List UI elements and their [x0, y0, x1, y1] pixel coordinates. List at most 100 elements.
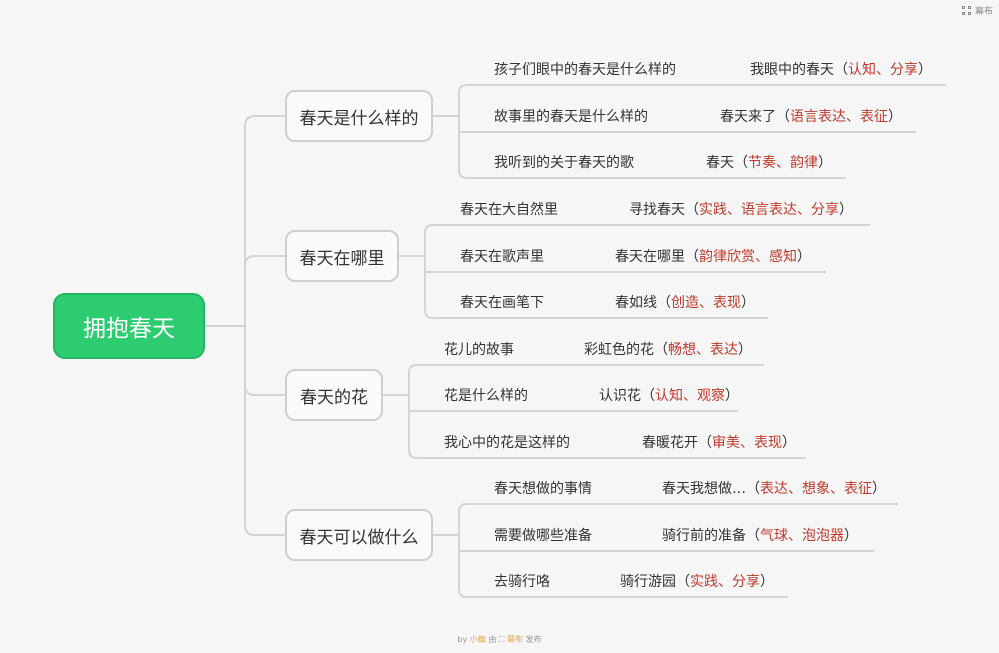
leaf-topic[interactable]: 花儿的故事 [444, 342, 514, 358]
paren-close: ） [918, 62, 932, 78]
leaf-activity[interactable]: 春天来了（语言表达、表征） [720, 106, 902, 126]
leaf-underline [408, 364, 764, 374]
paren-close: ） [725, 388, 739, 404]
leaf-underline [458, 84, 946, 94]
paren-close: ） [741, 295, 755, 311]
activity-name: 春天在哪里 [615, 249, 685, 265]
leaf-topic[interactable]: 去骑行咯 [494, 574, 550, 590]
leaf-topic[interactable]: 孩子们眼中的春天是什么样的 [494, 62, 676, 78]
leaf-activity[interactable]: 春天我想做…（表达、想象、表征） [662, 478, 886, 498]
branch-connector [244, 384, 285, 396]
paren-close: ） [888, 109, 902, 125]
footer-author[interactable]: 小蜘 [469, 635, 486, 644]
leaf-topic[interactable]: 故事里的春天是什么样的 [494, 109, 648, 125]
leaf-topic[interactable]: 春天在歌声里 [460, 249, 544, 265]
footer-by: by [457, 635, 468, 644]
leaf-topic[interactable]: 春天在画笔下 [460, 295, 544, 311]
leaf-topic[interactable]: 花是什么样的 [444, 388, 528, 404]
leaf-underline [424, 309, 768, 319]
paren-open: （ [698, 435, 712, 451]
leaf-underline [458, 169, 846, 179]
leaf-topic[interactable]: 春天在大自然里 [460, 202, 558, 218]
paren-close: ） [738, 342, 752, 358]
footer-platform[interactable]: 幕布 [507, 635, 524, 644]
root-node[interactable]: 拥抱春天 [53, 293, 205, 359]
activity-name: 我眼中的春天 [750, 62, 834, 78]
activity-skills: 节奏、韵律 [748, 155, 818, 171]
activity-name: 骑行前的准备 [662, 528, 746, 544]
paren-open: （ [776, 109, 790, 125]
activity-skills: 审美、表现 [712, 435, 782, 451]
branch-connector [244, 115, 285, 127]
activity-skills: 认知、分享 [848, 62, 918, 78]
mubu-logo-icon [961, 6, 971, 15]
leaf-activity[interactable]: 春暖花开（审美、表现） [642, 432, 796, 452]
paren-open: （ [834, 62, 848, 78]
footer-logo-icon: ⛶ [498, 635, 505, 644]
branch-node[interactable]: 春天是什么样的 [285, 90, 433, 142]
activity-skills: 创造、表现 [671, 295, 741, 311]
branch-node[interactable]: 春天可以做什么 [285, 509, 433, 561]
leaf-activity[interactable]: 寻找春天（实践、语言表达、分享） [629, 199, 853, 219]
paren-open: （ [657, 295, 671, 311]
paren-close: ） [782, 435, 796, 451]
activity-name: 春如线 [615, 295, 657, 311]
paren-close: ） [797, 249, 811, 265]
leaf-activity[interactable]: 春天（节奏、韵律） [706, 152, 832, 172]
leaf-activity[interactable]: 我眼中的春天（认知、分享） [750, 59, 932, 79]
activity-skills: 语言表达、表征 [790, 109, 888, 125]
footer-credit: by 小蜘 由 ⛶ 幕布 发布 [0, 634, 999, 645]
paren-close: ） [818, 155, 832, 171]
paren-open: （ [746, 481, 760, 497]
paren-open: （ [654, 342, 668, 358]
branch-node[interactable]: 春天的花 [285, 369, 383, 421]
leaf-topic[interactable]: 我心中的花是这样的 [444, 435, 570, 451]
leaf-activity[interactable]: 认识花（认知、观察） [599, 385, 739, 405]
branch-connector [244, 524, 285, 536]
leaf-activity[interactable]: 春如线（创造、表现） [615, 292, 755, 312]
branch-connector [244, 255, 285, 267]
activity-skills: 表达、想象、表征 [760, 481, 872, 497]
activity-name: 春天 [706, 155, 734, 171]
activity-skills: 实践、语言表达、分享 [699, 202, 839, 218]
paren-open: （ [734, 155, 748, 171]
paren-open: （ [685, 249, 699, 265]
activity-name: 寻找春天 [629, 202, 685, 218]
paren-close: ） [760, 574, 774, 590]
leaf-activity[interactable]: 骑行游园（实践、分享） [620, 571, 774, 591]
brand-logo[interactable]: 幕布 [961, 4, 993, 17]
activity-skills: 认知、观察 [655, 388, 725, 404]
activity-name: 骑行游园 [620, 574, 676, 590]
leaf-activity[interactable]: 春天在哪里（韵律欣赏、感知） [615, 246, 811, 266]
activity-name: 认识花 [599, 388, 641, 404]
leaf-topic[interactable]: 春天想做的事情 [494, 481, 592, 497]
paren-close: ） [872, 481, 886, 497]
paren-open: （ [746, 528, 760, 544]
activity-name: 春天我想做… [662, 481, 746, 497]
brand-label: 幕布 [974, 7, 993, 17]
activity-skills: 实践、分享 [690, 574, 760, 590]
activity-name: 春天来了 [720, 109, 776, 125]
activity-skills: 畅想、表达 [668, 342, 738, 358]
leaf-underline [408, 449, 806, 459]
leaf-topic[interactable]: 需要做哪些准备 [494, 528, 592, 544]
footer-publish: 发布 [525, 635, 542, 644]
leaf-underline [424, 224, 870, 234]
activity-skills: 韵律欣赏、感知 [699, 249, 797, 265]
leaf-activity[interactable]: 彩虹色的花（畅想、表达） [584, 339, 752, 359]
branch-node[interactable]: 春天在哪里 [285, 230, 399, 282]
leaf-underline [458, 588, 788, 598]
activity-skills: 气球、泡泡器 [760, 528, 844, 544]
paren-close: ） [844, 528, 858, 544]
activity-name: 春暖花开 [642, 435, 698, 451]
leaf-activity[interactable]: 骑行前的准备（气球、泡泡器） [662, 525, 858, 545]
leaf-topic[interactable]: 我听到的关于春天的歌 [494, 155, 634, 171]
activity-name: 彩虹色的花 [584, 342, 654, 358]
paren-open: （ [685, 202, 699, 218]
paren-open: （ [676, 574, 690, 590]
paren-open: （ [641, 388, 655, 404]
paren-close: ） [839, 202, 853, 218]
footer-via: 由 [488, 635, 497, 644]
